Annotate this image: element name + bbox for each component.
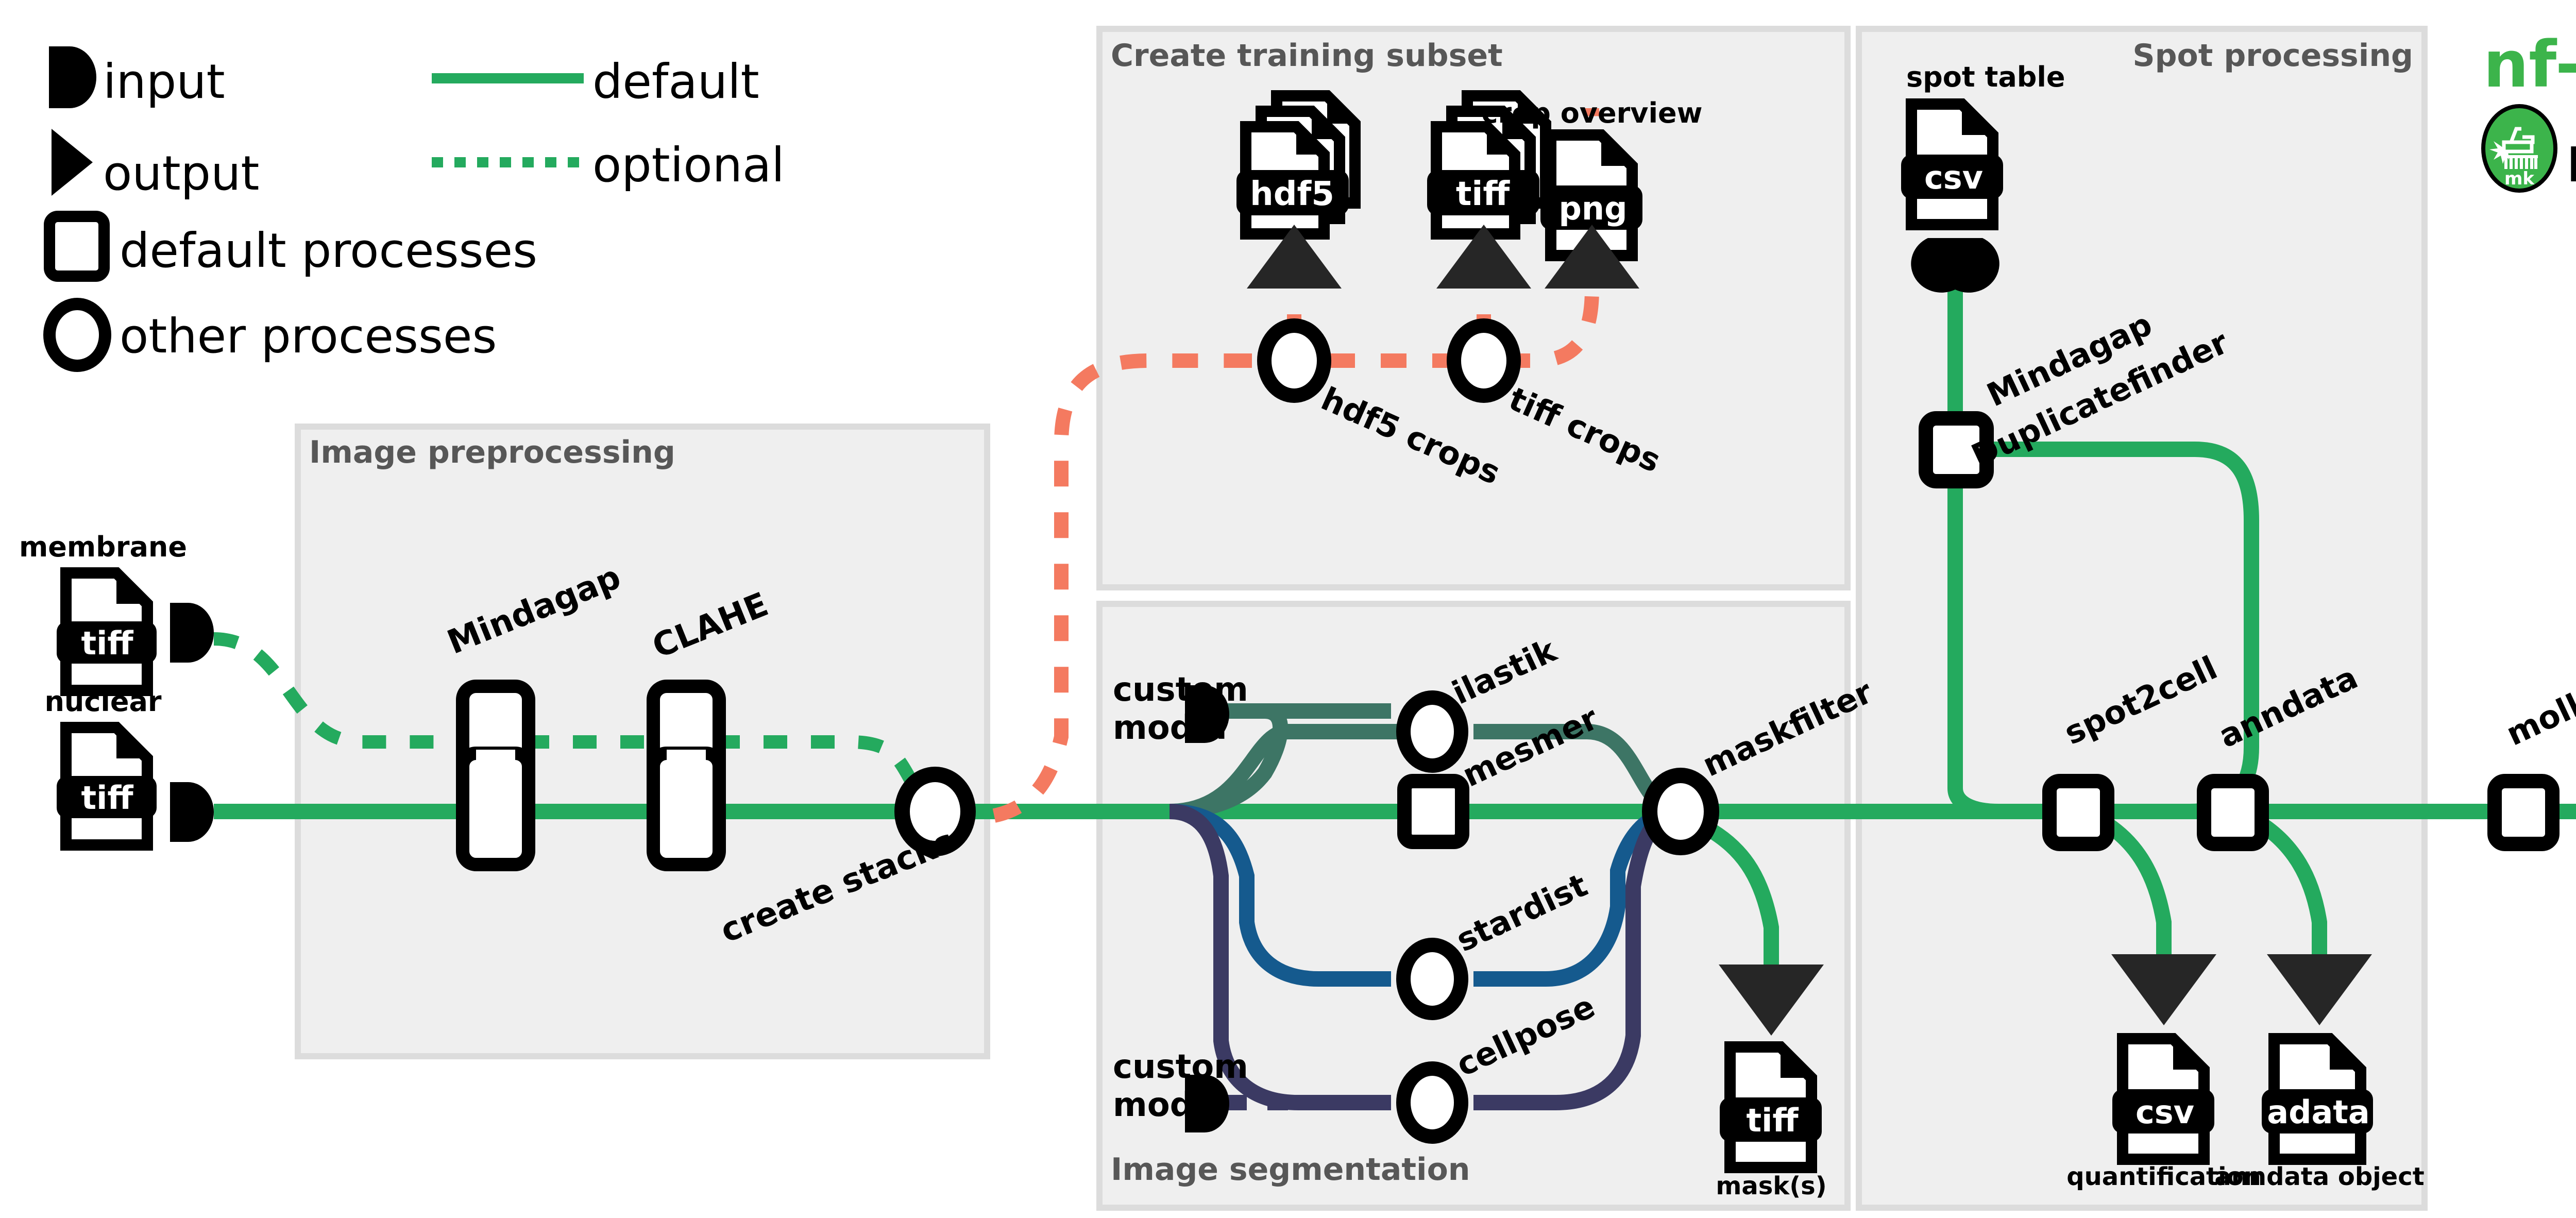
process-node-spot2cell[interactable]	[2042, 774, 2114, 851]
process-node-mesmer[interactable]	[1397, 774, 1469, 849]
spot-table-ext-label: csv	[1924, 159, 1983, 196]
edge-branch-stardist-in	[1169, 804, 1391, 987]
masks-caption: mask(s)	[1716, 1172, 1826, 1200]
panel-title-image-preprocessing: Image preprocessing	[309, 434, 675, 470]
process-node-tiff-crops[interactable]	[1447, 318, 1521, 403]
legend-label-output: output	[103, 146, 259, 201]
legend-label-default-processes: default processes	[120, 223, 537, 278]
nuclear-ext-label: tiff	[81, 779, 133, 817]
process-node-cellpose[interactable]	[1396, 1061, 1468, 1144]
logo-name: molkart	[2566, 123, 2576, 197]
process-node-molkartqc[interactable]	[2487, 774, 2560, 851]
arrow-down-anndata-object	[2267, 954, 2372, 1025]
panel-title-create-training-subset: Create training subset	[1111, 38, 1503, 74]
edge-maskfilter-to-masks	[1697, 817, 1779, 969]
legend-label-input: input	[103, 54, 225, 109]
panel-title-spot-processing: Spot processing	[2132, 38, 2413, 74]
input-file-spot-table: spot table csv	[1901, 61, 2065, 293]
process-node-clahe[interactable]	[647, 680, 726, 871]
nf-core-logo: nf-core/	[2481, 28, 2576, 197]
spot-table-caption: spot table	[1906, 61, 2065, 93]
hdf5-ext-label: hdf5	[1250, 175, 1334, 213]
process-node-hdf5-crops[interactable]	[1257, 318, 1331, 403]
legend-label-default-line: default	[592, 54, 759, 109]
legend-label-other-processes: other processes	[120, 309, 497, 364]
input-halfdisc-icon	[49, 46, 96, 108]
tiff-crops-ext-label: tiff	[1456, 175, 1511, 213]
edge-clahe-to-createstacks-optional	[716, 735, 933, 808]
arrow-down-quantification	[2111, 954, 2216, 1025]
process-node-maskfilter[interactable]	[1642, 768, 1719, 855]
edge-spot2cell-to-quantification	[2103, 818, 2172, 958]
input-custom-model-ilastik: custom model	[1113, 671, 1248, 747]
membrane-caption: membrane	[19, 531, 187, 563]
legend: input output default processes other pro…	[43, 46, 785, 372]
edge-duplicatefinder-down-to-spine	[1947, 464, 1999, 819]
arrow-up-png	[1545, 225, 1639, 289]
process-node-anndata[interactable]	[2197, 774, 2269, 851]
panel-title-image-segmentation: Image segmentation	[1111, 1152, 1470, 1188]
nuclear-caption: nuclear	[44, 685, 161, 718]
edge-createstacks-to-trainingsubset	[942, 353, 1226, 825]
output-file-tiff-stack: tiff	[1427, 90, 1551, 240]
membrane-file-icon: tiff	[57, 567, 157, 696]
anndata-object-caption: anndata object	[2214, 1162, 2424, 1191]
output-file-quantification: csv quantification	[2066, 1033, 2261, 1191]
arrow-up-tiff	[1436, 225, 1531, 289]
lawnmower-badge-icon: mk	[2481, 104, 2557, 193]
square-process-icon	[44, 211, 110, 282]
masks-ext-label: tiff	[1746, 1102, 1799, 1139]
spot-table-input-connector-icon	[1911, 238, 1999, 293]
process-node-create-stacks[interactable]	[894, 767, 976, 856]
custom-model-top-line1: custom	[1113, 671, 1248, 709]
crop-overview-caption: crop overview	[1482, 97, 1703, 129]
arrow-up-hdf5	[1247, 225, 1342, 289]
input-file-membrane: membrane tiff	[19, 531, 214, 696]
membrane-ext-label: tiff	[81, 624, 133, 662]
output-file-crop-overview: crop overview png	[1482, 97, 1703, 261]
custom-model-bottom-line1: custom	[1113, 1048, 1248, 1086]
edge-anndata-to-adata	[2257, 818, 2327, 958]
output-triangle-icon	[52, 129, 93, 196]
logo-badge-text: mk	[2504, 168, 2535, 189]
custom-model-bottom-connector-icon	[1185, 1075, 1229, 1132]
png-ext-label: png	[1559, 190, 1628, 227]
input-custom-model-cellpose: custom model	[1113, 1048, 1248, 1132]
output-file-anndata-object: adata anndata object	[2214, 1033, 2425, 1191]
output-file-hdf5-stack: hdf5	[1236, 90, 1361, 240]
edge-tiffcrops-to-cropoverview	[1453, 108, 1599, 368]
logo-prefix: nf-core/	[2483, 28, 2576, 102]
custom-model-top-connector-icon	[1185, 685, 1229, 743]
adata-ext-label: adata	[2267, 1093, 2370, 1131]
output-file-masks: tiff mask(s)	[1716, 1041, 1827, 1200]
process-node-ilastik[interactable]	[1396, 690, 1468, 773]
edge-membrane-to-mindagap	[213, 632, 526, 749]
arrow-down-masks	[1719, 965, 1824, 1036]
legend-label-optional-line: optional	[592, 138, 785, 193]
process-node-mindagap-duplicatefinder[interactable]	[1919, 411, 1994, 488]
process-node-mindagap[interactable]	[456, 680, 535, 871]
nuclear-input-connector-icon	[170, 782, 214, 842]
circle-process-icon	[43, 298, 111, 372]
membrane-input-connector-icon	[170, 603, 214, 663]
process-node-stardist[interactable]	[1396, 938, 1468, 1020]
quantification-caption: quantification	[2066, 1162, 2261, 1191]
quantification-ext-label: csv	[2136, 1093, 2194, 1131]
nuclear-file-icon: tiff	[57, 722, 157, 851]
input-file-nuclear: nuclear tiff	[44, 685, 214, 851]
